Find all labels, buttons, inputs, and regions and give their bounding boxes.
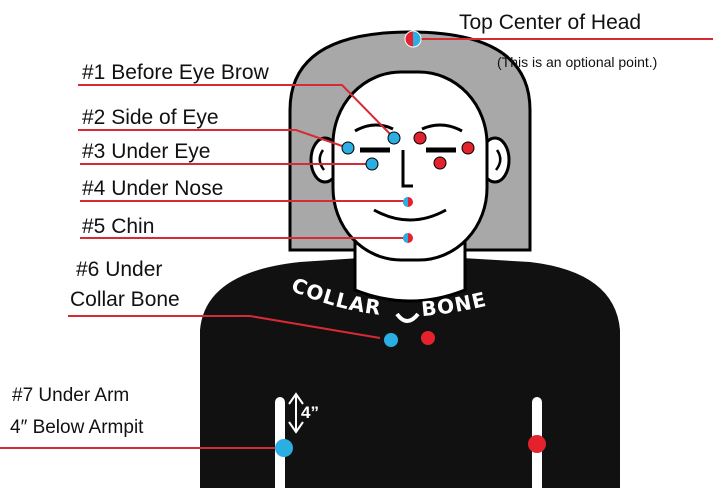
label-p7-line2: 4″ Below Armpit xyxy=(10,417,144,438)
point-6-blue xyxy=(384,333,398,347)
label-p6-line2: Collar Bone xyxy=(70,288,180,311)
point-3-blue xyxy=(366,158,378,170)
label-p5: #5 Chin xyxy=(82,215,154,238)
point-1-blue xyxy=(388,132,400,144)
label-p1: #1 Before Eye Brow xyxy=(82,61,270,84)
label-p7-line1: #7 Under Arm xyxy=(12,385,129,406)
point-2-red xyxy=(462,142,474,154)
label-p4: #4 Under Nose xyxy=(82,177,223,200)
point-2-blue xyxy=(342,142,354,154)
point-6-red xyxy=(421,331,435,345)
point-7-blue xyxy=(275,439,293,457)
label-p3: #3 Under Eye xyxy=(82,140,210,163)
four-inch-text: 4” xyxy=(301,403,319,422)
label-p6-line1: #6 Under xyxy=(76,258,162,281)
point-1-red xyxy=(414,132,426,144)
label-top-head: Top Center of Head xyxy=(459,11,641,34)
point-7-red xyxy=(528,435,546,453)
label-optional-note: (This is an optional point.) xyxy=(497,54,657,70)
label-p2: #2 Side of Eye xyxy=(82,106,219,129)
point-3-red xyxy=(434,157,446,169)
